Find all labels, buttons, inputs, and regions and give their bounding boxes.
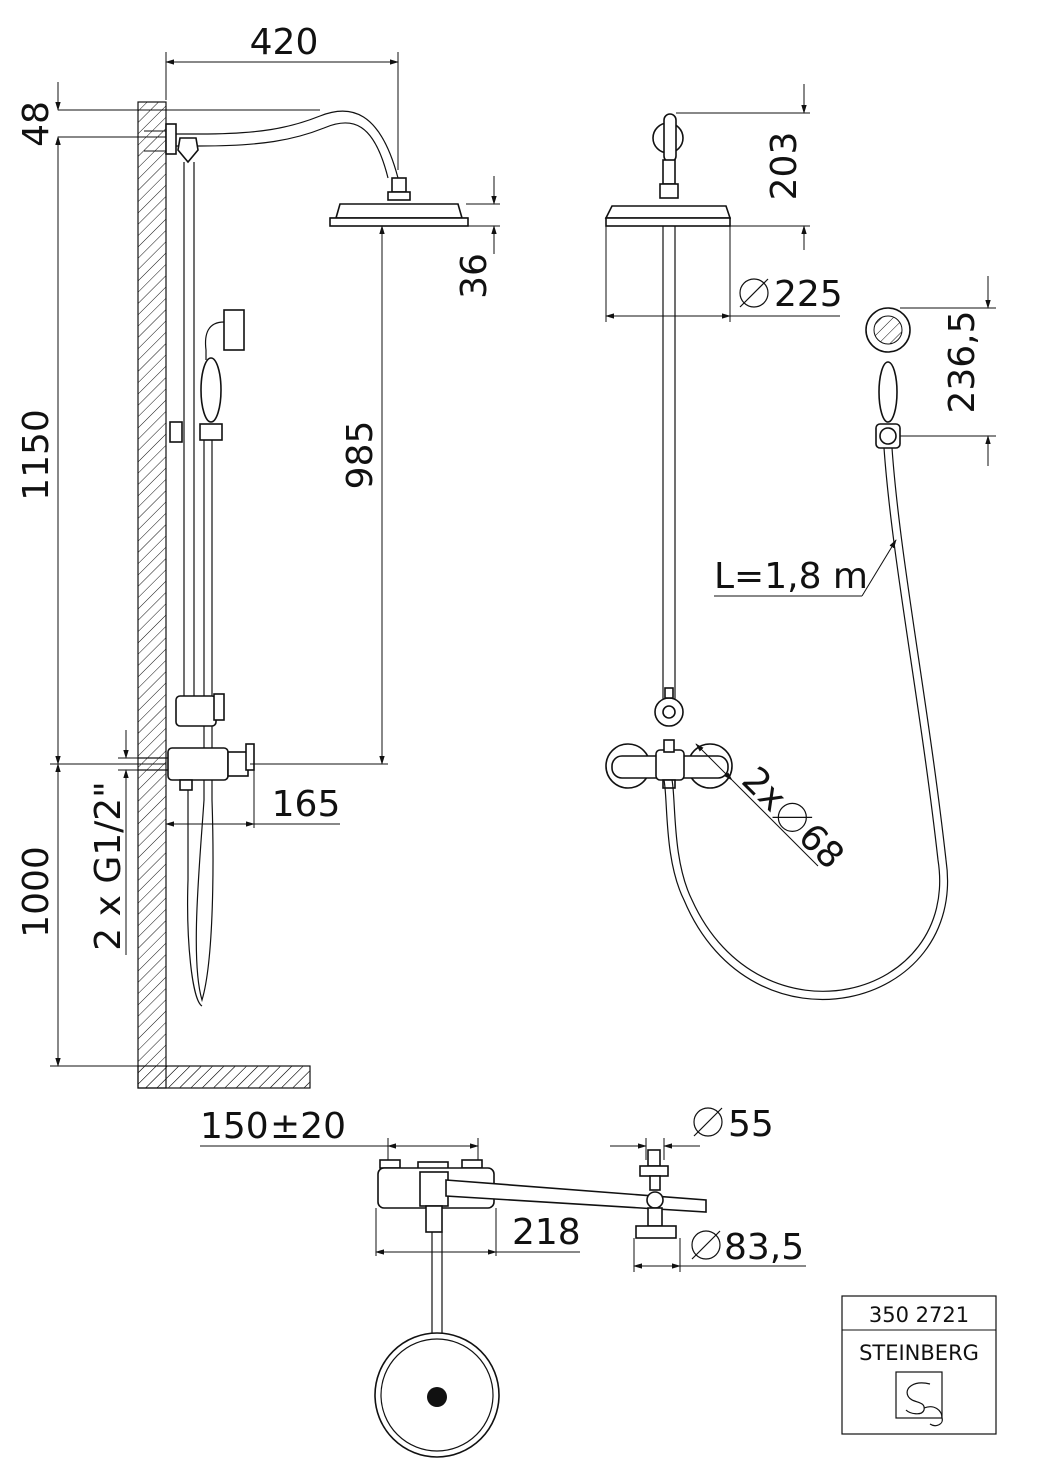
dim-83-5: 83,5: [724, 1227, 804, 1268]
diverter-side: [175, 695, 217, 727]
dim-48: 48: [16, 101, 57, 147]
dim-68: 68: [790, 816, 851, 877]
shower-head-side: [334, 203, 464, 219]
dim-68-prefix: 2x: [734, 759, 794, 819]
holder-top: [639, 1165, 669, 1177]
dim-218: 218: [512, 1212, 581, 1253]
shower-head-front: [604, 205, 732, 219]
brand-logo-icon: [895, 1371, 943, 1427]
front-view: 203 225 236,5 L=1,8 m 2x 68: [604, 84, 996, 1001]
article-number: 350 2721: [869, 1303, 969, 1327]
mixer-side: [167, 747, 229, 781]
dim-225: 225: [774, 274, 843, 315]
wall-bracket-top: [165, 123, 177, 155]
dim-1150: 1150: [16, 409, 57, 501]
dim-225-group: 225: [739, 274, 843, 315]
title-block: 350 2721 STEINBERG: [841, 1295, 997, 1435]
dim-150: 150: [200, 1106, 269, 1147]
hose-front: [671, 447, 941, 992]
dim-420: 420: [250, 22, 319, 63]
dim-68-group: 2x 68: [734, 759, 852, 877]
dim-1000: 1000: [16, 846, 57, 938]
shower-arm-top: [445, 1179, 707, 1213]
dim-hose-length: L=1,8 m: [714, 556, 868, 597]
dim-connection: 2 x G1/2": [88, 781, 129, 951]
top-view: 150 ±20 218 55: [200, 1104, 806, 1458]
hose-side: [195, 440, 214, 1003]
side-view: 420 48 1150 1000 2 x G1/2" 36 985 165: [16, 22, 500, 1089]
brand-name: STEINBERG: [859, 1341, 979, 1365]
dim-55: 55: [728, 1104, 774, 1145]
hand-shower-top: [635, 1225, 677, 1239]
wall-section: [137, 101, 167, 1089]
dim-150-tolerance: ±20: [270, 1106, 346, 1147]
dim-236-5: 236,5: [942, 310, 983, 413]
dim-985: 985: [340, 421, 381, 490]
dim-36: 36: [454, 253, 495, 299]
shower-arm: [176, 110, 399, 179]
dim-165: 165: [272, 784, 341, 825]
dim-203: 203: [764, 132, 805, 201]
hand-shower-side: [223, 309, 245, 351]
